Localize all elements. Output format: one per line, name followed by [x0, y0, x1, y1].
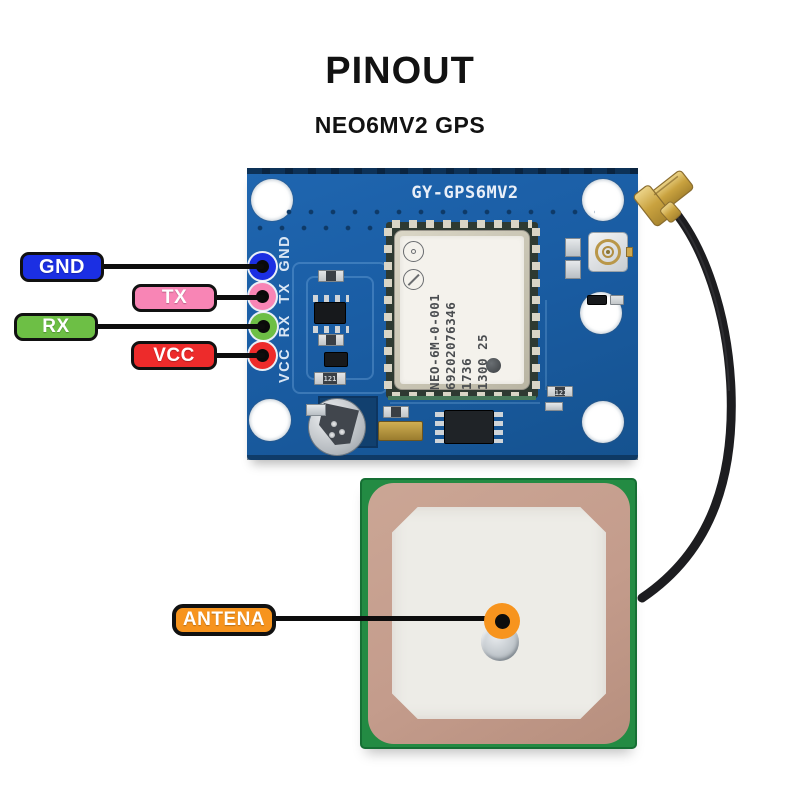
module-serial-number: 69202076346: [443, 301, 458, 390]
smd-resistor-121: 121: [314, 372, 346, 385]
smd-capacitor: [565, 260, 581, 279]
module-label: [400, 236, 524, 384]
smd-resistor: [318, 334, 344, 346]
module-logo-icon: [403, 241, 424, 262]
label-vcc-text: VCC: [153, 344, 195, 366]
backup-battery: [309, 399, 365, 455]
antenna-marker-dot: [484, 603, 520, 639]
smd-resistor: [318, 270, 344, 282]
smd-capacitor: [565, 238, 581, 257]
ufl-outer-ring: [595, 239, 621, 265]
leader-line-rx: [95, 324, 265, 329]
resistor-marking: 121: [323, 373, 337, 384]
smd-led: [545, 402, 563, 411]
module-inspection-dot: [486, 358, 501, 373]
eeprom-chip: [444, 410, 494, 444]
coax-cable: [637, 201, 736, 603]
smd-resistor: [610, 295, 624, 305]
board-bottom-edge: [247, 455, 638, 460]
cable-highlight: [670, 208, 730, 391]
smd-transistor: [324, 352, 348, 367]
tantalum-capacitor: [378, 421, 423, 441]
smd-pins: [435, 412, 444, 443]
ufl-plug-gold: [633, 170, 694, 227]
mounting-hole: [582, 401, 624, 443]
board-castellated-edge: [247, 168, 638, 174]
smd-resistor-121: 121: [547, 386, 573, 397]
antenna-marker-core: [494, 613, 510, 629]
via-dots-row: [500, 384, 580, 392]
smd-pins: [313, 326, 349, 333]
module-castellations: [384, 228, 392, 392]
label-tx: TX: [132, 284, 217, 312]
mounting-hole: [249, 399, 291, 441]
label-vcc: VCC: [131, 341, 217, 370]
leader-line-gnd: [100, 264, 264, 269]
cable-ferrule: [660, 201, 682, 223]
ufl-feed-tab: [626, 247, 633, 257]
label-tx-text: TX: [161, 287, 188, 308]
label-gnd: GND: [20, 252, 104, 282]
ufl-inner-ring: [602, 246, 614, 258]
label-antena-text: ANTENA: [182, 609, 266, 630]
smd-component: [587, 295, 607, 305]
label-rx: RX: [14, 313, 98, 341]
module-castellations: [392, 220, 532, 228]
module-castellations: [532, 228, 540, 392]
leader-line-tx: [213, 295, 265, 300]
module-part-number: NEO-6M-0-001: [427, 293, 442, 390]
voltage-regulator: [314, 302, 346, 324]
page-title: PINOUT: [325, 50, 475, 92]
resistor-marking: 121: [554, 387, 568, 397]
via-dots-row: [285, 208, 595, 216]
module-pcb-edge: [388, 396, 536, 400]
leader-line-antena: [272, 616, 504, 621]
smd-capacitor: [306, 404, 326, 416]
ufl-center-pin: [606, 250, 610, 254]
module-no-lead-icon: [403, 269, 424, 290]
module-date-code: 1736: [459, 357, 474, 390]
pin-header-silkscreen: VCC RX TX GND: [277, 234, 293, 383]
ufl-connector: [589, 233, 633, 271]
smd-pins: [494, 412, 503, 443]
leader-line-vcc: [213, 353, 265, 358]
label-gnd-text: GND: [39, 255, 85, 278]
smd-resistor: [383, 406, 409, 418]
gps-board: GY-GPS6MV2 VCC RX TX GND NEO-6M-0-001 69…: [247, 168, 638, 460]
pcb-trace: [545, 300, 547, 390]
label-rx-text: RX: [42, 316, 70, 337]
smd-pins: [313, 295, 349, 302]
page-subtitle: NEO6MV2 GPS: [314, 112, 486, 138]
via-dots-row: [256, 224, 376, 232]
pcb-trace: [390, 402, 540, 404]
board-silkscreen-title: GY-GPS6MV2: [411, 183, 519, 203]
gps-antenna: [360, 478, 637, 749]
label-antena: ANTENA: [172, 604, 276, 636]
